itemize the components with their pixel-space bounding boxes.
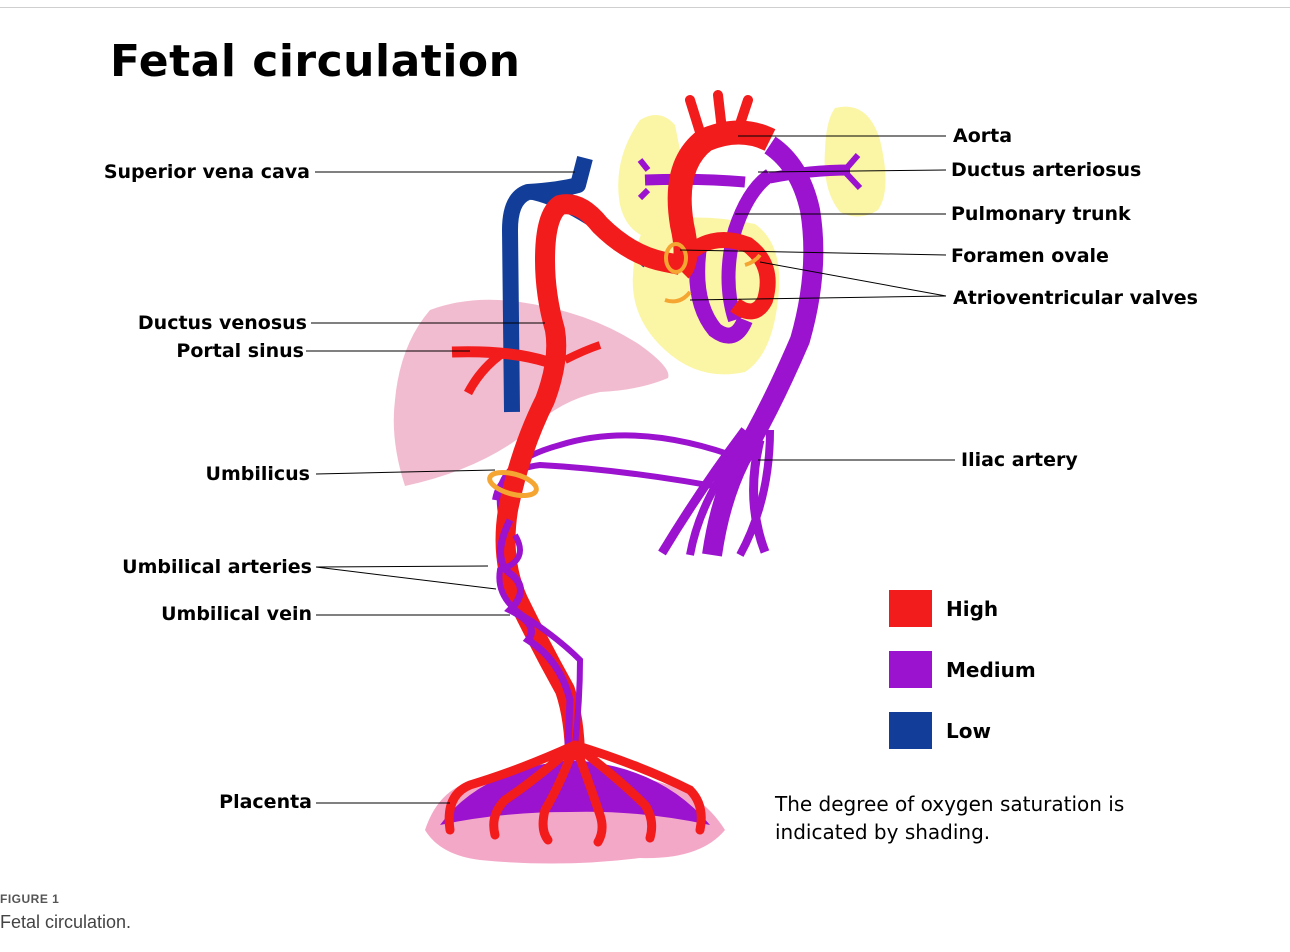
saturation-note: The degree of oxygen saturation is indic… <box>775 790 1195 846</box>
leader-umbilical-artery-1 <box>316 566 488 567</box>
figure-tag: FIGURE 1 <box>0 892 59 906</box>
label-foramen-ovale: Foramen ovale <box>951 245 1109 267</box>
legend-label-low: Low <box>946 719 991 743</box>
legend-label-medium: Medium <box>946 658 1036 682</box>
label-umbilicus: Umbilicus <box>206 463 310 485</box>
label-placenta: Placenta <box>219 791 312 813</box>
figure-caption: Fetal circulation. <box>0 912 131 933</box>
leader-umbilical-artery-2 <box>316 567 496 589</box>
label-aorta: Aorta <box>953 125 1012 147</box>
label-ductus-arteriosus: Ductus arteriosus <box>951 159 1141 181</box>
leader-av-valve-2 <box>760 262 946 296</box>
label-iliac-artery: Iliac artery <box>961 449 1078 471</box>
label-superior-vena-cava: Superior vena cava <box>104 161 310 183</box>
legend-item-low: Low <box>889 712 991 749</box>
legend-swatch-low <box>889 712 932 749</box>
legend-swatch-medium <box>889 651 932 688</box>
legend-item-medium: Medium <box>889 651 1036 688</box>
label-atrioventricular-valves: Atrioventricular valves <box>953 287 1198 309</box>
legend-item-high: High <box>889 590 998 627</box>
label-umbilical-vein: Umbilical vein <box>161 603 312 625</box>
label-portal-sinus: Portal sinus <box>176 340 304 362</box>
label-umbilical-arteries: Umbilical arteries <box>122 556 312 578</box>
legend-label-high: High <box>946 597 998 621</box>
label-pulmonary-trunk: Pulmonary trunk <box>951 203 1131 225</box>
legend-swatch-high <box>889 590 932 627</box>
label-ductus-venosus: Ductus venosus <box>138 312 307 334</box>
